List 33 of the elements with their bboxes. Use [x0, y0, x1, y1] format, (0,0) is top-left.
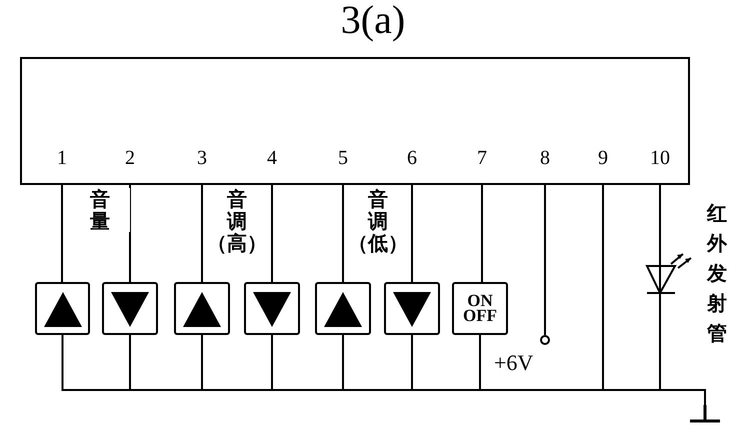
push-button — [315, 282, 371, 335]
pin-number: 8 — [539, 148, 551, 168]
pin-number: 7 — [476, 148, 488, 168]
wire — [544, 185, 546, 335]
push-button — [174, 282, 230, 335]
on-off-button: ON OFF — [452, 282, 508, 335]
wire — [129, 185, 131, 282]
wire — [411, 185, 413, 282]
wire — [659, 185, 661, 250]
push-button — [35, 282, 90, 335]
pin-number: 1 — [56, 148, 68, 168]
wire — [271, 185, 273, 282]
chip-body — [20, 57, 690, 185]
voltage-label: +6V — [494, 352, 534, 374]
pin-number: 4 — [266, 148, 278, 168]
pin-number: 5 — [337, 148, 349, 168]
pin-number: 9 — [597, 148, 609, 168]
wire — [201, 185, 203, 282]
pin-number: 6 — [406, 148, 418, 168]
wire — [342, 185, 344, 282]
wire — [61, 185, 63, 282]
push-button — [102, 282, 158, 335]
pin-number: 2 — [124, 148, 136, 168]
ground-symbol — [688, 405, 722, 425]
wire — [481, 185, 483, 282]
wire — [479, 335, 706, 405]
component-label: 红外发射管 — [707, 200, 727, 347]
pin-number: 10 — [649, 148, 671, 168]
push-button — [244, 282, 300, 335]
pin-number: 3 — [196, 148, 208, 168]
title: 3(a) — [340, 0, 406, 40]
push-button — [384, 282, 440, 335]
terminal — [540, 335, 550, 345]
